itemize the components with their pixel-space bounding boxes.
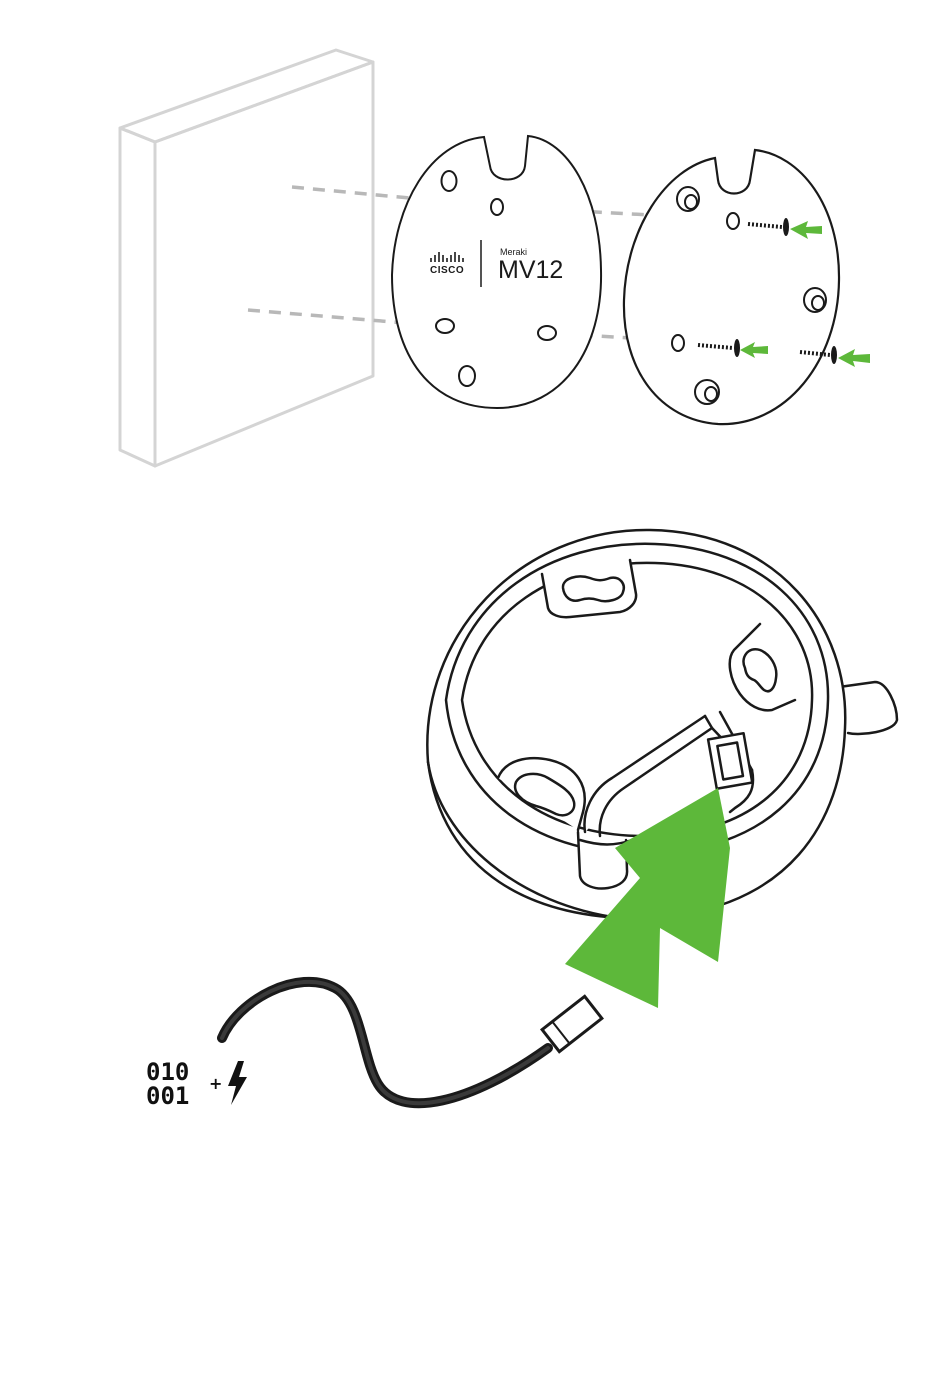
model-name: MV12: [498, 256, 563, 284]
plate-boss: [677, 187, 699, 211]
binary-data-line-2: 001: [146, 1082, 189, 1110]
plate-boss: [695, 380, 719, 404]
lightning-bolt-icon: [228, 1061, 247, 1105]
data-power-label: 010 001 +: [146, 1058, 247, 1110]
rj45-connector: [542, 996, 602, 1051]
cisco-wordmark: CISCO: [430, 265, 464, 276]
insert-arrow: [838, 349, 870, 367]
wall: [120, 50, 373, 466]
plus-sign: +: [209, 1074, 222, 1093]
ethernet-cable: [222, 982, 602, 1103]
mount-plate-back: [624, 150, 839, 424]
plate-boss: [804, 288, 826, 312]
mount-plate-front: CISCO Meraki MV12: [392, 136, 601, 408]
